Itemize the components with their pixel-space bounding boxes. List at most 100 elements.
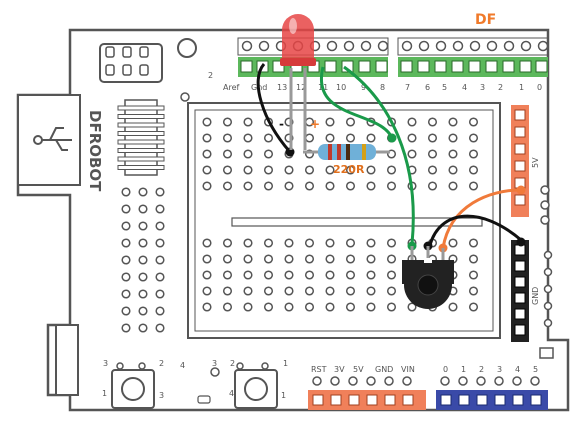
digital-pin-label: 0 (537, 83, 542, 92)
jumper-pin (122, 46, 132, 58)
brand-top: DF (475, 12, 496, 28)
hole (325, 270, 335, 280)
hole (121, 289, 131, 299)
digital-pin-label: 2 (498, 83, 503, 92)
hole (345, 238, 356, 248)
hole (325, 254, 335, 264)
jumper-pin (105, 64, 115, 76)
hole (304, 181, 315, 191)
hole (243, 238, 253, 248)
hole (222, 133, 233, 143)
hole (155, 306, 165, 316)
hole (386, 270, 397, 280)
hole (448, 302, 458, 312)
button-pin-label: 1 (283, 359, 288, 368)
power-pad (330, 394, 342, 406)
hole (243, 270, 253, 280)
analog-pin-label: 0 (443, 365, 448, 374)
power-pin-label: VIN (401, 365, 415, 374)
header-pad (502, 60, 515, 73)
wire-orange-5v (441, 188, 521, 249)
hole (366, 270, 376, 280)
header-pad (535, 60, 548, 73)
hole (222, 254, 233, 264)
wire-black-gnd2 (428, 214, 522, 246)
digital-pin-label: 8 (380, 83, 385, 92)
hole (435, 40, 447, 52)
usb-icon (33, 127, 72, 151)
hole (540, 200, 550, 210)
hole (202, 238, 212, 248)
hole (263, 270, 274, 280)
hole (407, 149, 417, 159)
hole (366, 133, 376, 143)
hole (243, 133, 253, 143)
analog-pad (512, 394, 524, 406)
left-connector (55, 324, 79, 396)
mount-hole (180, 92, 190, 102)
hole (155, 272, 165, 282)
hole (386, 165, 397, 175)
hole (155, 187, 165, 197)
led-plus-label: + (310, 117, 320, 131)
hole (366, 254, 376, 264)
hole (138, 221, 148, 231)
digital-pin-label: 7 (405, 83, 410, 92)
hole (418, 40, 430, 52)
hole (468, 165, 479, 175)
button-pin-label: 3 (212, 359, 217, 368)
hole (138, 238, 148, 248)
hole (366, 376, 376, 386)
hole (202, 254, 212, 264)
hole (366, 238, 376, 248)
button-pin-label: 3 (103, 359, 108, 368)
hole (540, 185, 550, 195)
hole (366, 286, 376, 296)
hole (345, 286, 356, 296)
hole (468, 149, 479, 159)
hole (345, 117, 356, 127)
hole (386, 181, 397, 191)
hole (407, 117, 417, 127)
wire-green-pin11 (319, 66, 394, 139)
hole (138, 323, 148, 333)
power-pad (514, 109, 526, 121)
digital-pin-label: 2 (208, 71, 213, 80)
ic-pin (117, 122, 165, 128)
hole (330, 376, 340, 386)
hole (360, 40, 372, 52)
hole (452, 40, 464, 52)
wire-end (516, 185, 526, 195)
hole (512, 376, 522, 386)
resistor-label: 220R (333, 163, 365, 176)
hole (121, 323, 131, 333)
hole (243, 254, 253, 264)
hole (263, 181, 274, 191)
hole (345, 165, 356, 175)
hole (325, 165, 335, 175)
led-icon (280, 14, 316, 150)
button-pin-label: 1 (281, 391, 286, 400)
header-pad (341, 60, 354, 73)
hole (427, 181, 438, 191)
hole (263, 149, 274, 159)
pushbutton-icon[interactable] (234, 369, 278, 409)
ic-chip (117, 99, 165, 176)
hole (377, 40, 389, 52)
mount-hole (177, 38, 197, 58)
hole (325, 117, 335, 127)
potentiometer-icon[interactable] (402, 246, 454, 309)
hole (386, 302, 397, 312)
hole (202, 270, 212, 280)
hole (236, 362, 244, 370)
pushbutton-icon[interactable] (111, 369, 155, 409)
header-pad (417, 60, 430, 73)
hole (543, 284, 553, 294)
ic-pin (117, 139, 165, 145)
hole (345, 270, 356, 280)
hole (304, 238, 315, 248)
header-pad (240, 60, 253, 73)
hole (494, 376, 504, 386)
hole (304, 254, 315, 264)
hole (325, 133, 335, 143)
